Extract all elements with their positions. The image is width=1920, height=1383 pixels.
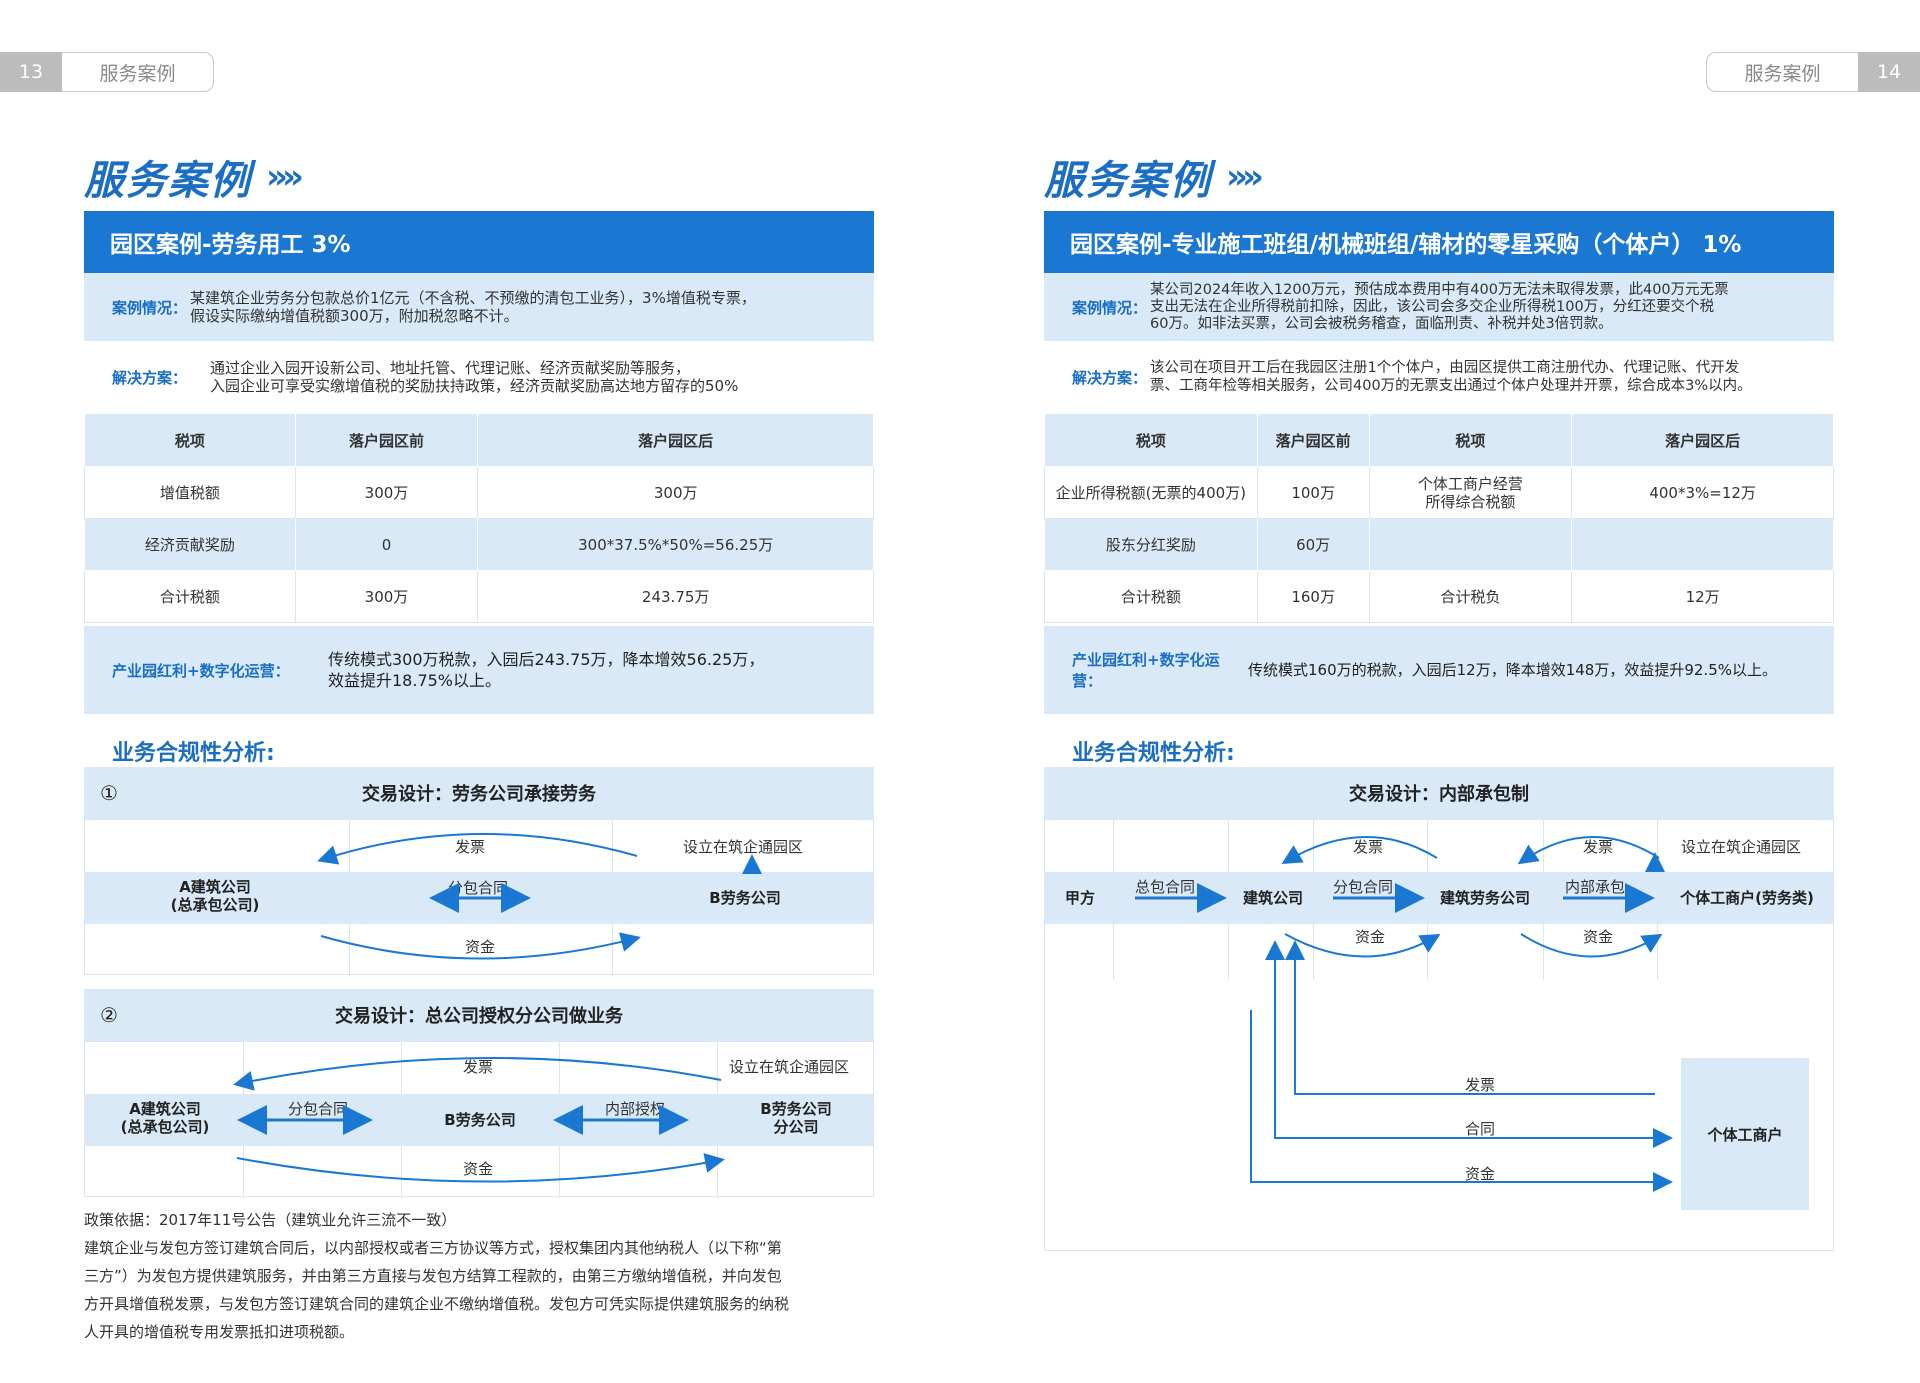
diagram-arrows: [233, 1056, 725, 1183]
label-invoice: 发票: [463, 1058, 494, 1076]
node-labor-company: 建筑劳务公司: [1439, 889, 1530, 907]
label-funds: 资金: [1583, 928, 1614, 946]
right-page-tab: 服务案例 14: [1706, 52, 1920, 92]
label-funds: 资金: [463, 1160, 494, 1178]
label-park-note: 设立在筑企通园区: [729, 1058, 850, 1076]
diagram-body: A建筑公司(总承包公司) B劳务公司 B劳务公司分公司 发票 分包合同 内部授权…: [84, 1041, 874, 1198]
flow-invoice-label: 发票: [1465, 1076, 1496, 1094]
right-footer-text: 传统模式160万的税款，入园后12万，降本增效148万，效益提升92.5%以上。: [1248, 660, 1778, 679]
left-solution-text: 通过企业入园开设新公司、地址托管、代理记账、经济贡献奖励等服务，入园企业可享受实…: [210, 359, 739, 395]
right-solution-text: 该公司在项目开工后在我园区注册1个个体户，由园区提供工商注册代办、代理记账、代开…: [1150, 360, 1752, 394]
right-footer-row: 产业园红利+数字化运营： 传统模式160万的税款，入园后12万，降本增效148万…: [1044, 626, 1834, 714]
label-park-note: 设立在筑企通园区: [1681, 838, 1802, 856]
node-a-company: A建筑公司(总承包公司): [120, 1100, 210, 1136]
right-case-row: 案例情况： 某公司2024年收入1200万元，预估成本费用中有400万无法未取得…: [1044, 273, 1834, 343]
label-invoice: 发票: [455, 838, 486, 856]
label-funds: 资金: [465, 938, 496, 956]
diagram-header: 交易设计：内部承包制: [1044, 767, 1834, 819]
label-invoice: 发票: [1583, 838, 1614, 856]
right-title-text: 服务案例: [1044, 158, 1212, 204]
left-big-title: 服务案例 »»: [84, 148, 304, 206]
table-header: 税项: [84, 413, 296, 467]
left-case-key: 案例情况：: [112, 298, 188, 317]
left-solution-row: 解决方案： 通过企业入园开设新公司、地址托管、代理记账、经济贡献奖励等服务，入园…: [84, 343, 874, 413]
right-footer-key: 产业园红利+数字化运营：: [1072, 651, 1220, 690]
node-b-labor: B劳务公司: [444, 1111, 516, 1129]
table-header: 税项: [1044, 413, 1258, 467]
left-footer-key: 产业园红利+数字化运营：: [112, 661, 290, 680]
right-page-label: 服务案例: [1706, 52, 1858, 92]
table-header: 税项: [1368, 413, 1573, 467]
left-page-tab: 13 服务案例: [0, 52, 214, 92]
node-individual-business: 个体工商户(劳务类): [1680, 889, 1814, 907]
right-solution-key: 解决方案：: [1072, 368, 1148, 387]
left-footer-text: 传统模式300万税款，入园后243.75万，降本增效56.25万，效益提升18.…: [328, 650, 765, 690]
node-b-labor: B劳务公司: [709, 889, 781, 907]
right-case-key: 案例情况：: [1072, 298, 1148, 317]
diagram-title: 交易设计：内部承包制: [1349, 784, 1529, 805]
left-title-text: 服务案例: [84, 158, 252, 204]
left-case-row: 案例情况： 某建筑企业劳务分包款总价1亿元（不含税、不预缴的清包工业务），3%增…: [84, 273, 874, 343]
label-funds: 资金: [1355, 928, 1386, 946]
left-diagram-1: ① 交易设计：劳务公司承接劳务 A建筑公司(总承包公司) B劳务公司 发票 分包…: [84, 767, 874, 976]
diagram-arrows: [317, 832, 762, 960]
label-contract-sub: 分包合同: [1333, 878, 1394, 896]
flow-contract-label: 合同: [1465, 1120, 1496, 1138]
diagram-header: ② 交易设计：总公司授权分公司做业务: [84, 989, 874, 1041]
chevron-right-icon: »»: [266, 157, 304, 197]
diagram-number: ②: [100, 1003, 118, 1027]
table-header: 落户园区前: [294, 413, 479, 467]
diagram-body: 甲方 建筑公司 建筑劳务公司 个体工商户(劳务类) 总包合同 分包合同 内部承包…: [1044, 819, 1834, 1251]
table-header: 落户园区后: [477, 413, 874, 467]
left-solution-key: 解决方案：: [112, 368, 188, 387]
label-contract: 分包合同: [448, 879, 509, 897]
left-page-label: 服务案例: [62, 52, 214, 92]
node-b-branch: B劳务公司分公司: [760, 1100, 832, 1136]
left-case-text: 某建筑企业劳务分包款总价1亿元（不含税、不预缴的清包工业务），3%增值税专票，假…: [190, 289, 756, 325]
chevron-right-icon: »»: [1226, 157, 1264, 197]
policy-text: 政策依据：2017年11号公告（建筑业允许三流不一致） 建筑企业与发包方签订建筑…: [84, 1211, 790, 1341]
label-contract: 分包合同: [288, 1100, 349, 1118]
left-footer-row: 产业园红利+数字化运营： 传统模式300万税款，入园后243.75万，降本增效5…: [84, 626, 874, 714]
left-diagram-2: ② 交易设计：总公司授权分公司做业务 A建筑公司(总承包公司) B劳务公司 B劳…: [84, 989, 874, 1198]
diagram-number: ①: [100, 781, 118, 805]
diagram-arrows: [1135, 835, 1673, 1192]
left-compliance-title: 业务合规性分析:: [112, 741, 275, 766]
right-solution-row: 解决方案： 该公司在项目开工后在我园区注册1个个体户，由园区提供工商注册代办、代…: [1044, 343, 1834, 413]
table-header: 落户园区后: [1571, 413, 1834, 467]
label-park-note: 设立在筑企通园区: [683, 838, 804, 856]
label-contract-general: 总包合同: [1135, 878, 1196, 896]
table-header: 落户园区前: [1256, 413, 1370, 467]
diagram-title: 交易设计：总公司授权分公司做业务: [335, 1006, 623, 1027]
label-invoice: 发票: [1353, 838, 1384, 856]
individual-business-box: 个体工商户: [1681, 1058, 1809, 1210]
diagram-body: A建筑公司(总承包公司) B劳务公司 发票 分包合同 资金 设立在筑企通园区: [84, 819, 874, 976]
table-row: 企业所得税额(无票的400万) 100万 个体工商户经营所得综合税额 400*3…: [1044, 466, 1834, 519]
left-card-title: 园区案例-劳务用工 3%: [84, 211, 874, 273]
node-a-company: A建筑公司(总承包公司): [170, 878, 260, 914]
right-compliance-title: 业务合规性分析:: [1072, 741, 1235, 766]
right-card-title: 园区案例-专业施工班组/机械班组/辅材的零星采购（个体户） 1%: [1044, 211, 1834, 273]
right-tax-table: 税项 落户园区前 税项 落户园区后 企业所得税额(无票的400万) 100万 个…: [1044, 413, 1834, 623]
left-page-number: 13: [0, 52, 62, 92]
right-page-number: 14: [1858, 52, 1920, 92]
flow-funds-label: 资金: [1465, 1165, 1496, 1183]
right-big-title: 服务案例 »»: [1044, 148, 1264, 206]
label-contract-internal: 内部承包: [1565, 878, 1626, 896]
diagram-header: ① 交易设计：劳务公司承接劳务: [84, 767, 874, 819]
node-construction-company: 建筑公司: [1242, 889, 1303, 907]
diagram-title: 交易设计：劳务公司承接劳务: [362, 784, 596, 805]
label-auth: 内部授权: [605, 1100, 666, 1118]
right-case-text: 某公司2024年收入1200万元，预估成本费用中有400万无法未取得发票，此40…: [1150, 281, 1729, 332]
right-diagram: 交易设计：内部承包制 甲方 建筑公司 建筑劳务公司 个体工商户(劳务类) 总包合…: [1044, 767, 1834, 1251]
node-party-a: 甲方: [1064, 889, 1095, 907]
